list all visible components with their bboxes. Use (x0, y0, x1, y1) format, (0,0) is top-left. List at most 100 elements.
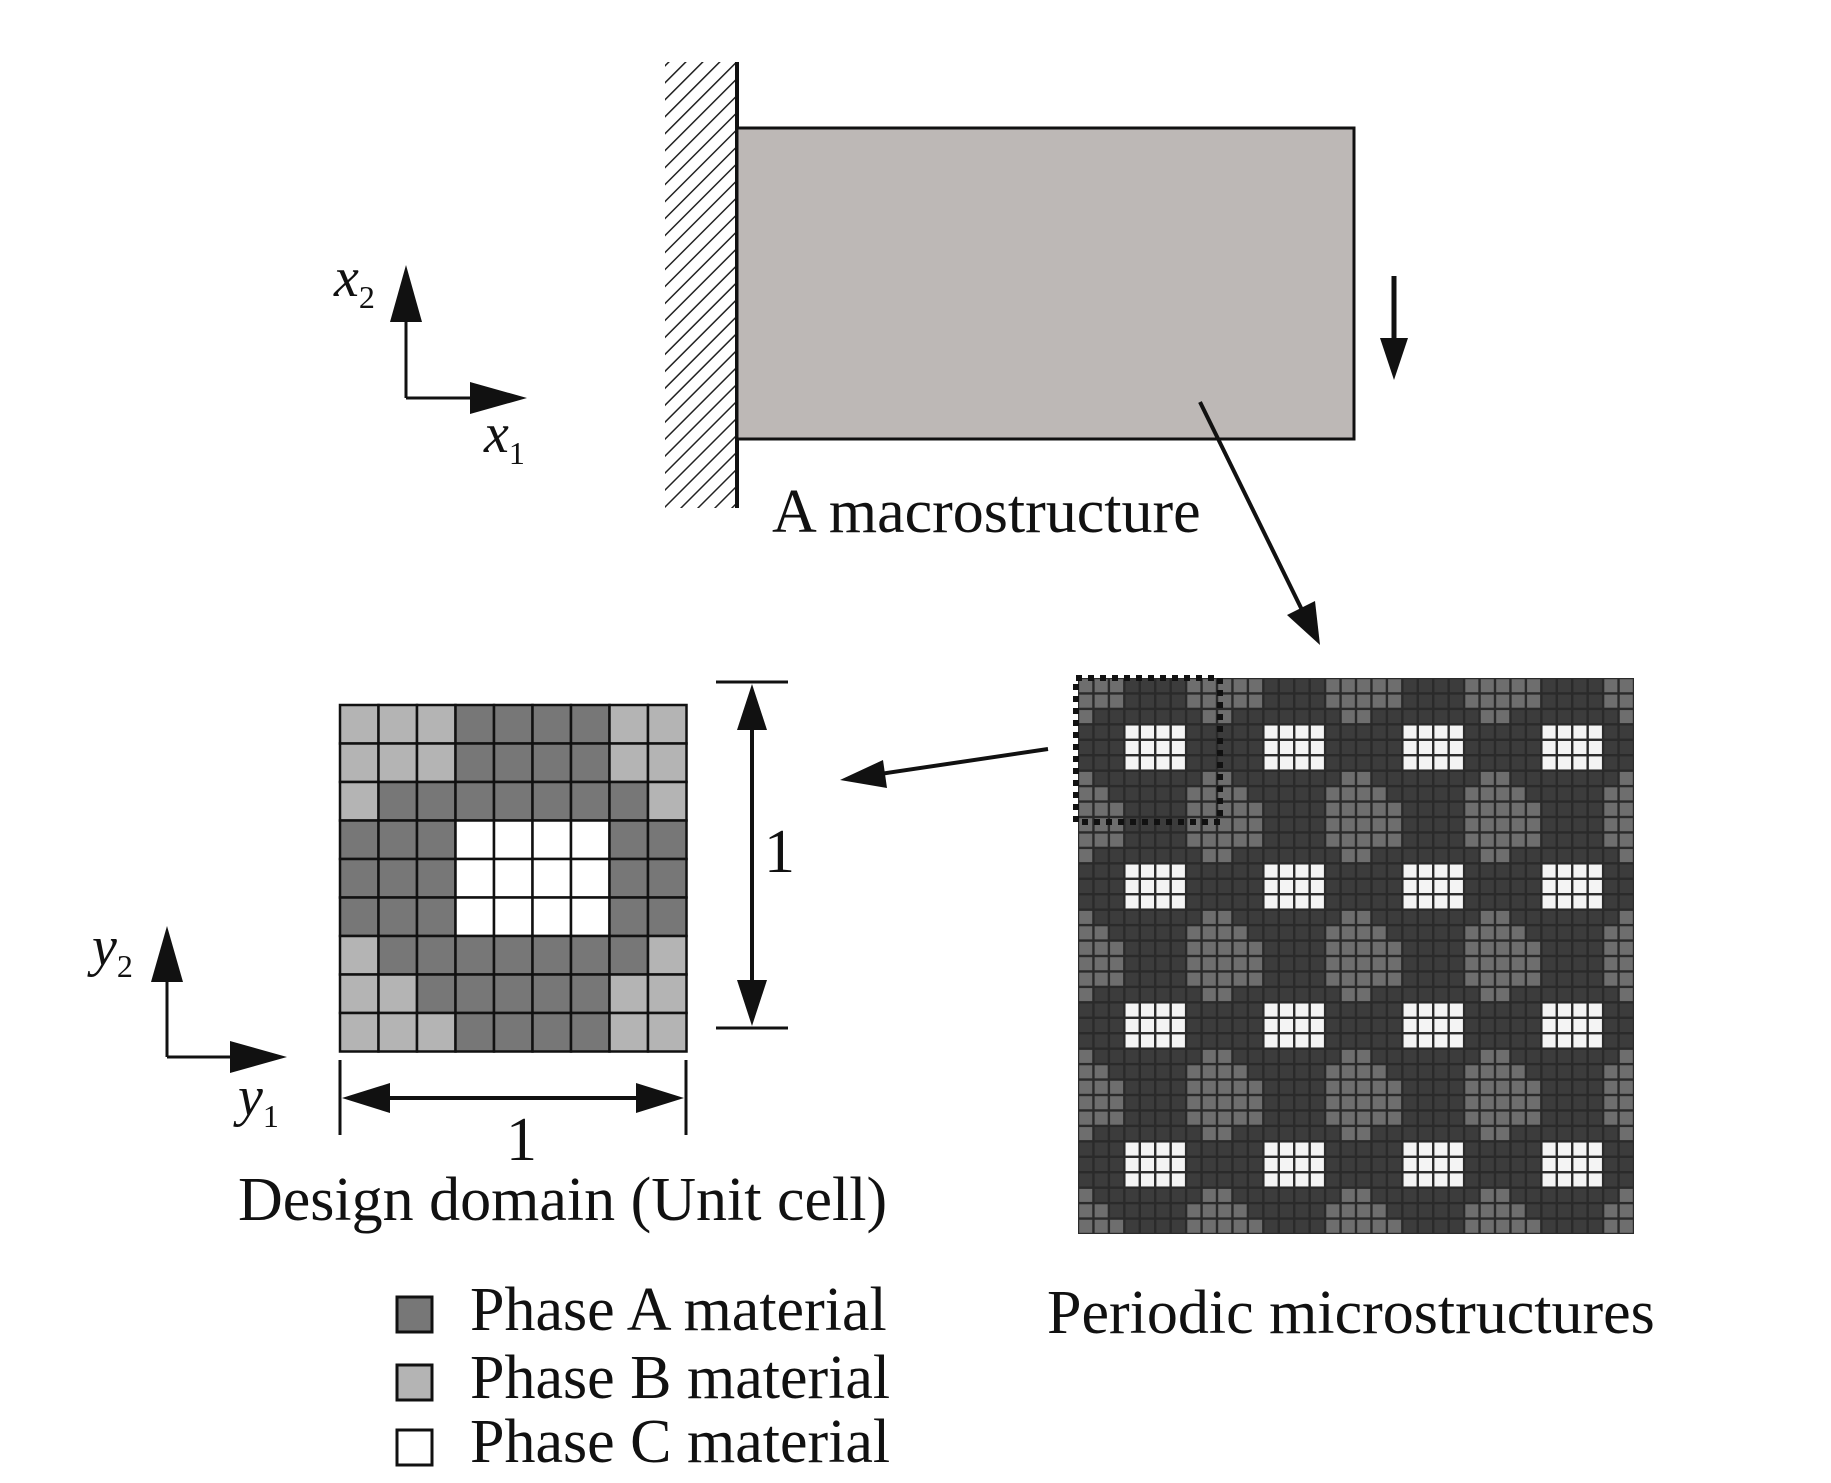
macro-axes: x2 x1 (333, 247, 527, 471)
unit-cell-element (608, 703, 650, 745)
unit-cell-element (338, 819, 380, 861)
legend: Phase A material Phase B material Phase … (395, 1276, 890, 1476)
unit-cell-element (415, 973, 457, 1015)
periodic-tile (1357, 679, 1494, 816)
periodic-tile (1218, 818, 1355, 955)
dimension-horizontal: 1 (338, 1060, 688, 1174)
unit-cell-element (531, 1011, 573, 1053)
unit-cell-element (454, 703, 496, 745)
dimension-vertical: 1 (716, 680, 795, 1030)
unit-cell-element (608, 742, 650, 784)
macrostructure-group: A macrostructure (665, 62, 1408, 546)
unit-cell-element (338, 973, 380, 1015)
design-domain-unit-cell: Design domain (Unit cell) (238, 703, 887, 1234)
axis-x2-label: x2 (333, 247, 375, 315)
unit-cell-element (415, 703, 457, 745)
unit-cell-element (454, 934, 496, 976)
unit-cell-element (569, 973, 611, 1015)
unit-cell-element (608, 1011, 650, 1053)
periodic-tile (1357, 818, 1494, 955)
arrow-to-periodic (1198, 401, 1320, 645)
periodic-label: Periodic microstructures (1047, 1279, 1655, 1347)
axis-x1-label: x1 (483, 403, 525, 471)
unit-cell-element (608, 973, 650, 1015)
unit-cell-element (608, 780, 650, 822)
axis-y1-label: y1 (233, 1066, 279, 1134)
periodic-tile (1218, 1096, 1355, 1233)
unit-cell-element (492, 780, 534, 822)
unit-cell-element (569, 896, 611, 938)
unit-cell-element (377, 973, 419, 1015)
unit-cell-element (569, 703, 611, 745)
periodic-tile (1496, 957, 1633, 1094)
periodic-tile (1079, 957, 1216, 1094)
periodic-tile (1496, 818, 1633, 955)
unit-cell-element (377, 896, 419, 938)
unit-cell-element (531, 703, 573, 745)
unit-cell-element (646, 742, 688, 784)
unit-cell-element (454, 742, 496, 784)
unit-cell-element (492, 1011, 534, 1053)
periodic-tile (1218, 679, 1355, 816)
legend-swatch-phase-c (395, 1428, 434, 1467)
unit-cell-element (492, 896, 534, 938)
dimension-horizontal-value: 1 (506, 1106, 537, 1174)
unit-cell-element (415, 1011, 457, 1053)
unit-cell-element (531, 934, 573, 976)
unit-cell-element (492, 857, 534, 899)
legend-item-phase-b: Phase B material (395, 1344, 890, 1412)
legend-swatch-phase-b (395, 1363, 434, 1402)
unit-cell-element (646, 780, 688, 822)
unit-cell-element (338, 857, 380, 899)
fixed-wall-hatch (665, 62, 735, 508)
unit-cell-element (531, 896, 573, 938)
periodic-tile (1079, 818, 1216, 955)
unit-cell-element (415, 819, 457, 861)
load-arrow (1380, 276, 1408, 380)
unit-cell-element (492, 973, 534, 1015)
unit-cell-element (608, 857, 650, 899)
unit-cell-element (492, 703, 534, 745)
unit-cell-element (338, 896, 380, 938)
macrostructure-label: A macrostructure (772, 478, 1201, 546)
unit-cell-element (531, 742, 573, 784)
unit-cell-element (415, 742, 457, 784)
periodic-tile (1496, 679, 1633, 816)
unit-cell-element (569, 857, 611, 899)
unit-cell-element (415, 896, 457, 938)
unit-cell-element (492, 934, 534, 976)
axis-y2-label: y2 (87, 916, 133, 984)
unit-cell-element (377, 1011, 419, 1053)
unit-cell-element (646, 934, 688, 976)
unit-cell-element (608, 819, 650, 861)
unit-cell-element (646, 1011, 688, 1053)
highlighted-unit-cell (1073, 675, 1223, 825)
legend-label-phase-b: Phase B material (470, 1344, 890, 1412)
unit-cell-element (646, 973, 688, 1015)
legend-swatch-phase-a (395, 1295, 434, 1334)
unit-cell-element (569, 1011, 611, 1053)
unit-cell-element (531, 857, 573, 899)
unit-cell-element (569, 934, 611, 976)
unit-cell-element (454, 896, 496, 938)
unit-cell-element (338, 1011, 380, 1053)
legend-item-phase-c: Phase C material (395, 1408, 890, 1476)
unit-cell-element (454, 819, 496, 861)
unit-cell-element (531, 973, 573, 1015)
legend-label-phase-c: Phase C material (470, 1408, 890, 1476)
arrow-to-unit-cell (840, 747, 1049, 788)
periodic-tile (1079, 679, 1216, 816)
unit-cell-element (454, 973, 496, 1015)
unit-cell-element (492, 742, 534, 784)
unit-cell-element (415, 780, 457, 822)
periodic-tile (1357, 1096, 1494, 1233)
unit-cell-element (646, 819, 688, 861)
legend-label-phase-a: Phase A material (470, 1276, 887, 1344)
periodic-tile (1357, 957, 1494, 1094)
dimension-vertical-value: 1 (764, 818, 795, 886)
unit-cell-element (454, 1011, 496, 1053)
design-domain-label: Design domain (Unit cell) (238, 1166, 887, 1234)
unit-cell-element (377, 934, 419, 976)
unit-cell-element (569, 742, 611, 784)
legend-item-phase-a: Phase A material (395, 1276, 887, 1344)
